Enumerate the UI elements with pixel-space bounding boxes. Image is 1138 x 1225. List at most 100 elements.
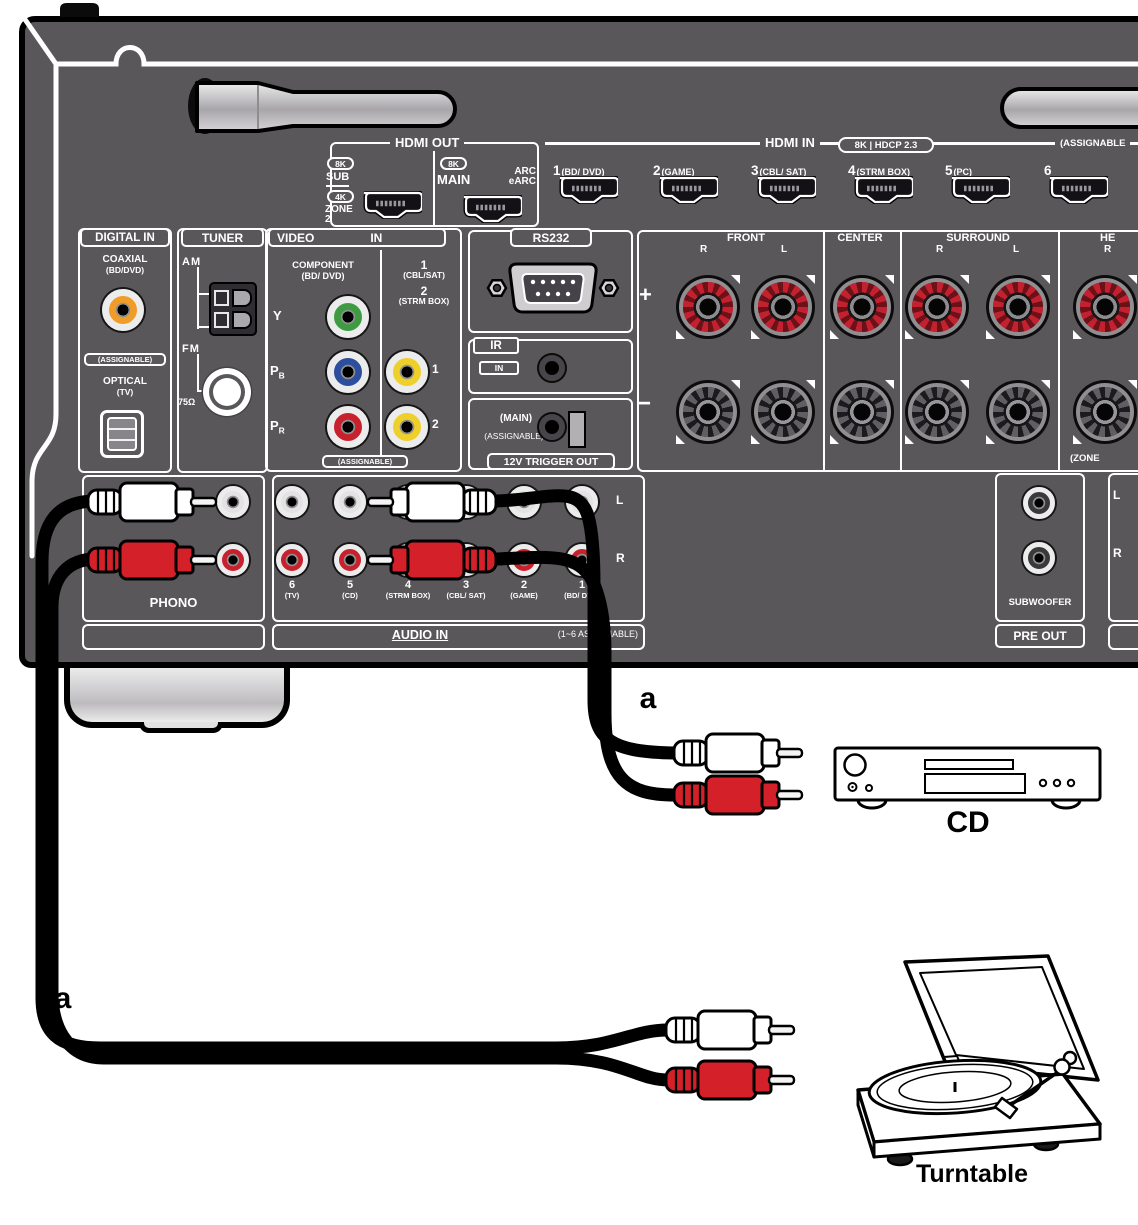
binding-post-center-pos — [830, 275, 894, 339]
hdmi-in-port-4-label: 4(STRM BOX) — [848, 163, 911, 178]
component-pr-jack — [327, 406, 369, 448]
phono-l-jack — [217, 486, 249, 518]
video-in1-name: (CBL/SAT) — [403, 270, 445, 280]
coaxial-sub-label: (BD/DVD) — [105, 265, 145, 275]
digital-in-title: DIGITAL IN — [80, 228, 170, 247]
component-sub-label: (BD/ DVD) — [301, 271, 345, 281]
pre-out-section — [995, 473, 1085, 622]
fm-antenna-connector — [213, 378, 241, 406]
rs232-title: RS232 — [510, 228, 592, 247]
audio-in-assignable: (1~6 ASSIGNABLE) — [557, 629, 638, 639]
audio-in-jack-1-label: 1(BD/ DVD) — [564, 579, 600, 600]
hdmi-out-8k-badge: 8K — [327, 157, 354, 170]
binding-post-center-neg — [830, 380, 894, 444]
hdmi-out-sub-port-icon — [360, 191, 422, 219]
speaker-front-l: L — [781, 244, 788, 255]
chassis-top-tab — [60, 3, 99, 17]
speaker-surround-label: SURROUND — [946, 232, 1010, 244]
hdmi-in-port-1-icon — [556, 176, 618, 204]
audio-in-6-l-jack — [276, 486, 308, 518]
speaker-section — [637, 230, 1138, 472]
binding-post-front-l-neg — [751, 380, 815, 444]
video-assignable-badge: (ASSIGNABLE) — [322, 455, 408, 468]
hdmi-in-port-2-label: 2(GAME) — [653, 163, 695, 178]
trigger-title: 12V TRIGGER OUT — [487, 453, 615, 470]
phono-r-jack — [217, 544, 249, 576]
optical-sub-label: (TV) — [116, 387, 134, 397]
turntable-cable-label: a — [54, 982, 72, 1015]
audio-in-4-l-jack — [392, 486, 424, 518]
phono-footer-strip — [82, 624, 265, 650]
binding-post-surround-l-neg — [986, 380, 1050, 444]
subwoofer-pre-out-jack-2 — [1023, 542, 1055, 574]
video-in1-num: 1 — [420, 258, 428, 272]
hdmi-out-arc-label: ARC — [514, 166, 536, 177]
hdmi-in-assignable-label: (ASSIGNABLE — [1055, 138, 1131, 150]
audio-in-3-r-jack — [450, 544, 482, 576]
chassis-outline — [21, 15, 1138, 559]
hdmi-in-port-6-icon — [1046, 176, 1108, 204]
cd-player-illustration — [833, 746, 1102, 810]
ir-title: IR — [473, 337, 519, 354]
audio-in-3-l-jack — [450, 486, 482, 518]
subwoofer-pre-out-jack-1 — [1023, 487, 1055, 519]
binding-post-height-r-neg — [1073, 380, 1137, 444]
audio-in-r-label: R — [616, 551, 625, 565]
fm-ohm-label: 75Ω — [178, 397, 196, 407]
binding-post-surround-r-neg — [905, 380, 969, 444]
zone-out-r-label: R — [1113, 546, 1122, 560]
fm-label: FM — [182, 343, 200, 355]
coaxial-label: COAXIAL — [102, 254, 148, 265]
am-label: AM — [182, 256, 202, 268]
hdmi-in-port-1-label: 1(BD/ DVD) — [553, 163, 605, 178]
hdmi-in-port-5-icon — [948, 176, 1010, 204]
composite-video-jack-2 — [386, 406, 428, 448]
audio-in-title: AUDIO IN — [391, 628, 449, 642]
ir-section — [468, 339, 633, 394]
wifi-antenna-left — [195, 81, 457, 133]
wifi-antenna-right — [1000, 87, 1138, 129]
hdmi-in-port-6-label: 6 — [1044, 163, 1052, 178]
component-y-label: Y — [273, 308, 282, 323]
audio-in-5-l-jack — [334, 486, 366, 518]
hdmi-in-hdcp-badge: 8K | HDCP 2.3 — [838, 137, 934, 153]
pre-out-title: PRE OUT — [995, 624, 1085, 648]
audio-in-5-r-jack — [334, 544, 366, 576]
cd-device-label: CD — [946, 806, 990, 839]
audio-in-jack-5-label: 5(CD) — [342, 579, 358, 600]
component-pb-label: PB — [270, 363, 285, 381]
coaxial-jack — [102, 289, 144, 331]
binding-post-front-r-neg — [676, 380, 740, 444]
audio-in-2-r-jack — [508, 544, 540, 576]
audio-in-1-l-jack — [566, 486, 598, 518]
trigger-main-label: (MAIN) — [499, 413, 533, 424]
zone-out-l-label: L — [1113, 488, 1121, 502]
trigger-out-jack — [539, 414, 565, 440]
binding-post-height-r-pos — [1073, 275, 1137, 339]
digital-assignable-badge: (ASSIGNABLE) — [84, 353, 166, 366]
composite-jack-2-label: 2 — [432, 417, 439, 431]
optical-label: OPTICAL — [103, 376, 147, 387]
hdmi-in-port-3-icon — [754, 176, 816, 204]
component-label: COMPONENT — [292, 260, 354, 271]
trigger-jack-tab — [568, 411, 586, 448]
hdmi-out-main-port-icon — [460, 195, 522, 223]
zone-out-section — [1108, 473, 1138, 622]
ir-in-badge: IN — [479, 361, 519, 375]
video-in2-num: 2 — [420, 284, 428, 298]
hdmi-in-port-5-label: 5(PC) — [945, 163, 973, 178]
audio-in-jack-2-label: 2(GAME) — [510, 579, 538, 600]
binding-post-surround-r-pos — [905, 275, 969, 339]
component-pr-label: PR — [270, 418, 285, 436]
zone-out-footer — [1108, 624, 1138, 650]
speaker-plus-label: + — [639, 282, 652, 307]
speaker-center-label: CENTER — [837, 232, 883, 244]
phono-label: PHONO — [149, 595, 198, 610]
hdmi-in-port-4-icon — [851, 176, 913, 204]
hdmi-out-main-8k-badge: 8K — [440, 157, 467, 170]
speaker-front-label: FRONT — [727, 232, 765, 244]
audio-in-jack-6-label: 6(TV) — [284, 579, 300, 600]
speaker-front-r: R — [700, 244, 708, 255]
